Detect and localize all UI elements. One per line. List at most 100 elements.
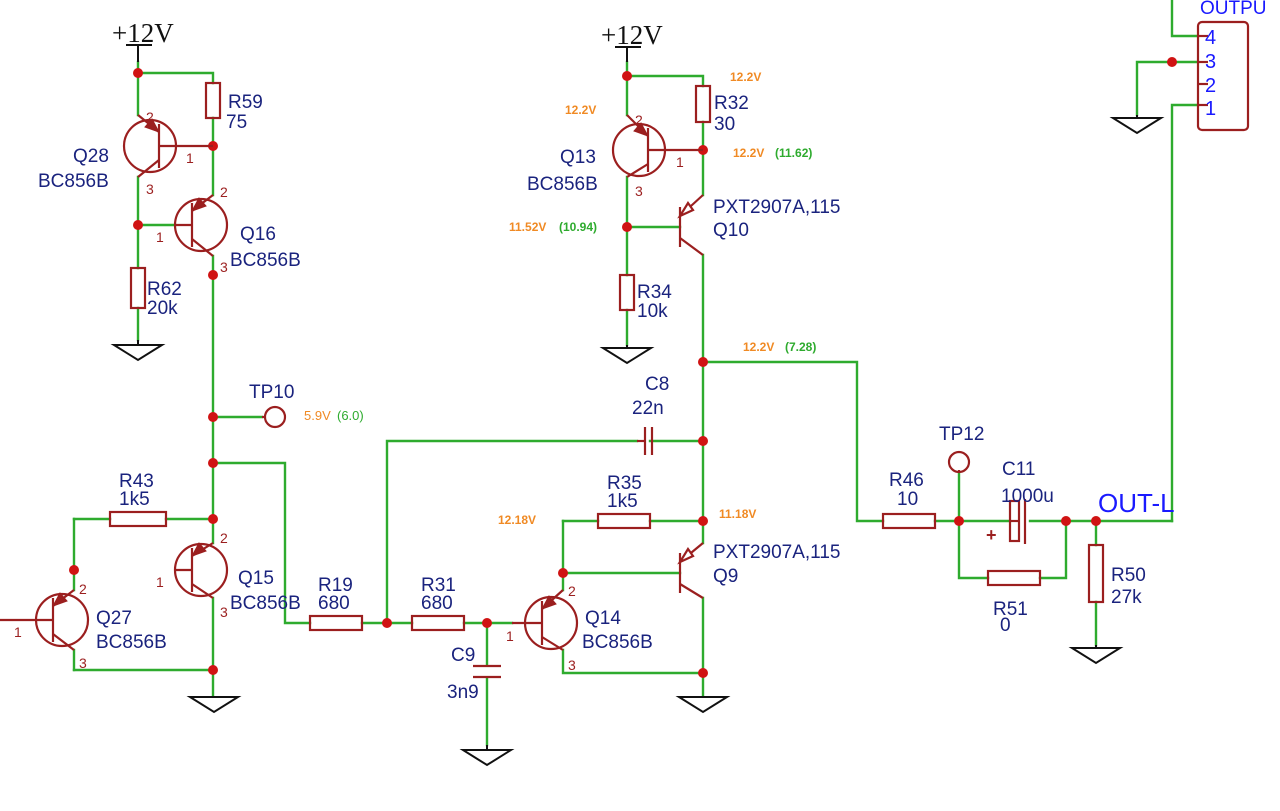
c9-value: 3n9 — [447, 682, 479, 703]
resistor-r51: R51 0 — [986, 569, 1042, 636]
resistor-r43: R43 1k5 — [108, 471, 168, 528]
r62-ref: R62 — [147, 279, 182, 300]
voltage-q13-collector: 11.52V — [509, 220, 546, 234]
connector-pin-2: 2 — [1205, 75, 1216, 97]
q15-ref: Q15 — [238, 568, 274, 589]
supply-right: +12V — [601, 20, 663, 62]
connector-pin-3: 3 — [1205, 51, 1216, 73]
resistor-r35: R35 1k5 — [596, 473, 652, 530]
r50-ref: R50 — [1111, 565, 1146, 586]
r32-ref: R32 — [714, 93, 749, 114]
q28-pin1: 1 — [186, 150, 194, 166]
q14-pin2: 2 — [568, 583, 576, 599]
q28-pin2: 2 — [146, 109, 154, 125]
q14-pin3: 3 — [568, 657, 576, 673]
tp10-ref: TP10 — [249, 382, 294, 403]
voltage-r32-bottom: 12.2V — [733, 146, 764, 160]
q15-value: BC856B — [230, 593, 301, 614]
q16-pin1: 1 — [156, 229, 164, 245]
q28-pin3: 3 — [146, 181, 154, 197]
q28-ref: Q28 — [73, 146, 109, 167]
r32-value: 30 — [714, 114, 735, 135]
voltage-r32-top: 12.2V — [730, 70, 761, 84]
capacitor-c11: + C11 1000u — [986, 459, 1054, 545]
r50-value: 27k — [1111, 587, 1142, 608]
q15-pin3: 3 — [220, 604, 228, 620]
resistor-r34: R34 10k — [618, 273, 672, 322]
q16-pin2: 2 — [220, 184, 228, 200]
c8-ref: C8 — [645, 374, 669, 395]
r34-ref: R34 — [637, 282, 672, 303]
voltage-q10-collector-alt: (7.28) — [785, 340, 816, 354]
q15-pin1: 1 — [156, 574, 164, 590]
r46-value: 10 — [897, 489, 918, 510]
resistor-r46: R46 10 — [881, 470, 937, 530]
voltage-tp10-alt: (6.0) — [337, 408, 364, 423]
r46-ref: R46 — [889, 470, 924, 491]
c8-value: 22n — [632, 398, 664, 419]
r31-value: 680 — [421, 593, 453, 614]
q10-ref: Q10 — [713, 220, 749, 241]
q27-pin3: 3 — [79, 655, 87, 671]
voltage-r35-left: 12.18V — [498, 513, 536, 527]
r51-value: 0 — [1000, 615, 1011, 636]
capacitor-c9: C9 3n9 — [447, 645, 501, 703]
r43-value: 1k5 — [119, 489, 150, 510]
c11-value: 1000u — [1001, 486, 1054, 507]
q27-pin1: 1 — [14, 624, 22, 640]
r35-ref: R35 — [607, 473, 642, 494]
r62-value: 20k — [147, 298, 178, 319]
junctions — [69, 57, 1177, 678]
supply-right-label: +12V — [601, 20, 663, 50]
q9-ref: Q9 — [713, 566, 738, 587]
r43-ref: R43 — [119, 471, 154, 492]
resistor-r62: R62 20k — [129, 266, 182, 319]
voltage-tp10: 5.9V — [304, 408, 331, 423]
transistor-q10: PXT2907A,115 Q10 — [677, 194, 840, 256]
q16-ref: Q16 — [240, 224, 276, 245]
q9-value: PXT2907A,115 — [713, 542, 840, 563]
q27-value: BC856B — [96, 632, 167, 653]
q13-value: BC856B — [527, 174, 598, 195]
transistor-q16: 2 1 3 Q16 BC856B — [156, 184, 301, 275]
q13-ref: Q13 — [560, 147, 596, 168]
voltage-q10-collector: 12.2V — [743, 340, 774, 354]
resistor-r50: R50 27k — [1087, 543, 1146, 608]
testpoint-tp10: TP10 — [249, 382, 294, 429]
r34-value: 10k — [637, 301, 668, 322]
ground-symbols — [110, 115, 1165, 767]
q13-pin3: 3 — [635, 183, 643, 199]
r51-ref: R51 — [993, 599, 1028, 620]
r59-value: 75 — [226, 112, 247, 133]
q16-value: BC856B — [230, 250, 301, 271]
q27-ref: Q27 — [96, 608, 132, 629]
transistor-q27: 2 1 3 Q27 BC856B — [0, 581, 167, 671]
q14-pin1: 1 — [506, 628, 514, 644]
r31-ref: R31 — [421, 575, 456, 596]
transistor-q13: 2 1 3 Q13 BC856B — [527, 112, 703, 199]
q14-value: BC856B — [582, 632, 653, 653]
output-connector: OUTPU 4 3 2 1 — [1196, 0, 1267, 132]
voltage-r32-bottom-alt: (11.62) — [775, 146, 812, 160]
c9-ref: C9 — [451, 645, 475, 666]
r19-ref: R19 — [318, 575, 353, 596]
c11-ref: C11 — [1002, 459, 1035, 480]
voltage-q13-emitter: 12.2V — [565, 103, 596, 117]
transistor-q9: PXT2907A,115 Q9 — [677, 542, 840, 599]
voltage-annotations: 12.2V 12.2V 12.2V (11.62) 11.52V (10.94)… — [304, 70, 816, 527]
q14-ref: Q14 — [585, 608, 621, 629]
resistor-r59: R59 75 — [204, 81, 263, 133]
connector-ref: OUTPU — [1200, 0, 1267, 19]
transistor-q14: 2 1 3 Q14 BC856B — [506, 583, 653, 673]
voltage-r35-right: 11.18V — [719, 507, 756, 521]
q13-pin2: 2 — [635, 112, 643, 128]
resistor-r31: R31 680 — [410, 575, 466, 632]
net-label-out-l: OUT-L — [1098, 488, 1175, 518]
supply-left-label: +12V — [112, 18, 174, 48]
c11-plus: + — [986, 525, 997, 545]
transistor-q15: 2 1 3 Q15 BC856B — [156, 530, 301, 620]
capacitor-c8: C8 22n — [632, 374, 669, 455]
q10-value: PXT2907A,115 — [713, 197, 840, 218]
q13-pin1: 1 — [676, 154, 684, 170]
